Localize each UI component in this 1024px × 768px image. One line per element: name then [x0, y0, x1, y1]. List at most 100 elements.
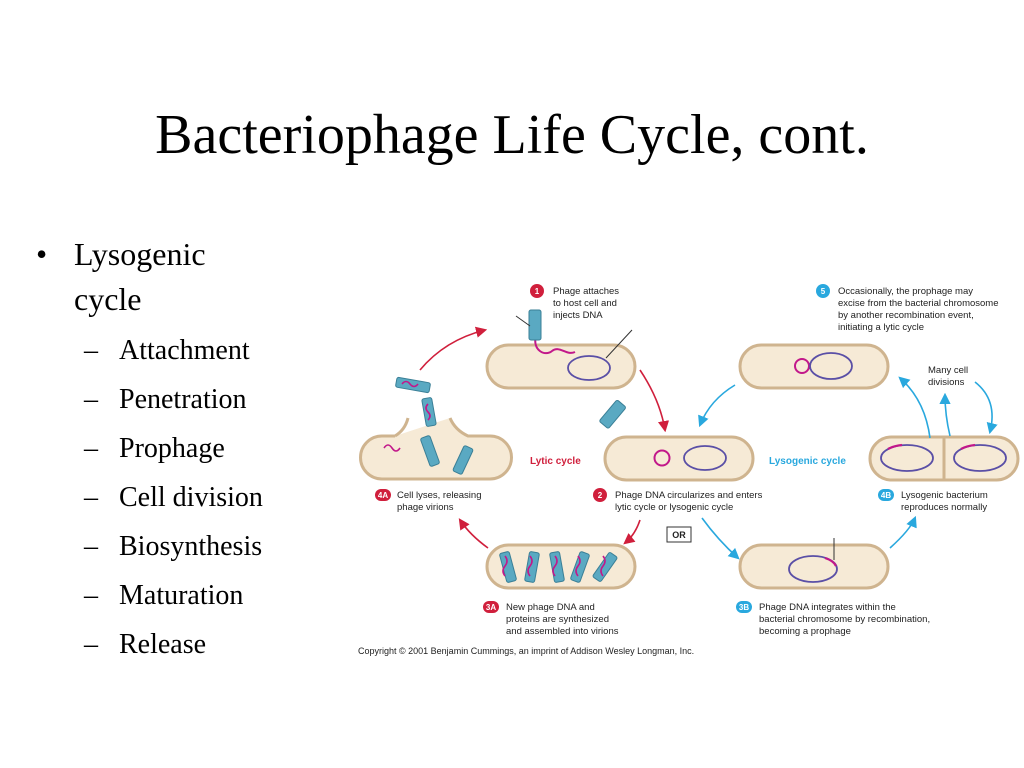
step3b-badge	[736, 601, 752, 613]
arrow-2-to-3b	[701, 517, 740, 560]
sub-bullet-text: Biosynthesis	[119, 531, 263, 562]
sub-bullet-text: Attachment	[119, 335, 250, 366]
step5-badge-label: 5	[821, 287, 826, 296]
step1-text-line: to host cell and	[553, 298, 617, 309]
dash-marker: –	[84, 433, 98, 464]
sub-bullet-text: Cell division	[119, 482, 263, 513]
bullet-text-line2: cycle	[74, 281, 142, 317]
slide-title: Bacteriophage Life Cycle, cont.	[155, 104, 869, 166]
cell-step4b-dividing	[868, 435, 1020, 482]
step2-badge-label: 2	[598, 491, 603, 500]
step1-badge	[530, 284, 544, 298]
cell-step5	[738, 343, 890, 390]
arrow-3a-to-4a	[458, 518, 489, 549]
copyright-text: Copyright © 2001 Benjamin Cummings, an i…	[358, 646, 694, 656]
step3b-text-line: bacterial chromosome by recombination,	[759, 614, 930, 625]
lytic-cycle-label: Lytic cycle	[530, 456, 581, 467]
excised-prophage	[794, 358, 810, 374]
step4b-text-line: reproduces normally	[901, 502, 987, 513]
step4a-annotation: 4A Cell lyses, releasing phage virions	[375, 489, 481, 513]
step3a-text-line: New phage DNA and	[506, 602, 595, 613]
arrow-many-divisions	[974, 381, 998, 435]
sub-bullet-text: Release	[119, 629, 207, 660]
step1-annotation: 1 Phage attaches to host cell and inject…	[530, 284, 619, 321]
arrow-4b-up	[939, 392, 951, 437]
step3a-annotation: 3A New phage DNA and proteins are synthe…	[483, 601, 619, 637]
prophage	[824, 556, 837, 567]
sub-bullet-item: –Cell division	[36, 473, 336, 522]
step4b-text-line: Lysogenic bacterium	[901, 490, 988, 501]
step5-annotation: 5 Occasionally, the prophage may excise …	[816, 284, 999, 333]
dash-marker: –	[84, 335, 98, 366]
step1-text-line: Phage attaches	[553, 286, 619, 297]
bullet-list: • Lysogenic cycle –Attachment –Penetrati…	[36, 232, 336, 669]
step2-annotation: 2 Phage DNA circularizes and enters lyti…	[593, 488, 763, 513]
step4a-text-line: Cell lyses, releasing	[397, 490, 481, 501]
step2-badge	[593, 488, 607, 502]
or-label: OR	[672, 530, 686, 540]
cell-lysing	[359, 376, 513, 481]
step3a-badge-label: 3A	[486, 603, 496, 612]
sub-bullet-item: –Penetration	[36, 375, 336, 424]
step2-text-line: lytic cycle or lysogenic cycle	[615, 502, 733, 513]
step3b-text-line: becoming a prophage	[759, 626, 851, 637]
step3a-text-line: and assembled into virions	[506, 626, 619, 637]
sub-bullet-item: –Maturation	[36, 571, 336, 620]
step4b-badge	[878, 489, 894, 501]
step3b-text-line: Phage DNA integrates within the	[759, 602, 896, 613]
sub-bullet-item: –Prophage	[36, 424, 336, 473]
step5-text-line: Occasionally, the prophage may	[838, 286, 973, 297]
sub-bullet-text: Prophage	[119, 433, 225, 464]
arrow-1-to-2	[639, 369, 670, 433]
bullet-text-line1: Lysogenic	[74, 236, 206, 272]
step1-text-line: injects DNA	[553, 310, 603, 321]
bacterial-chromosome	[788, 555, 838, 583]
step4a-badge	[375, 489, 391, 501]
bullet-marker: •	[36, 236, 48, 272]
arrow-3b-to-4b	[889, 515, 917, 549]
sub-bullet-text: Maturation	[119, 580, 244, 611]
cell-step1	[485, 329, 637, 390]
arrow-4b-to-5	[898, 376, 931, 439]
lysogenic-arrows	[698, 376, 998, 560]
step4a-text-line: phage virions	[397, 502, 454, 513]
injected-phage-dna	[534, 335, 576, 355]
step2-text-line: Phage DNA circularizes and enters	[615, 490, 763, 501]
step5-text-line: excise from the bacterial chromosome	[838, 298, 999, 309]
lysogenic-cycle-label: Lysogenic cycle	[769, 456, 846, 467]
step3b-badge-label: 3B	[739, 603, 749, 612]
step3a-badge	[483, 601, 499, 613]
step5-text-line: initiating a lytic cycle	[838, 322, 924, 333]
bacterial-chromosome	[683, 445, 727, 471]
step1-badge-label: 1	[535, 287, 540, 296]
free-phage	[599, 399, 626, 429]
step3b-annotation: 3B Phage DNA integrates within the bacte…	[736, 601, 930, 637]
sub-bullet-text: Penetration	[119, 384, 247, 415]
many-divisions-text-line: Many cell	[928, 365, 968, 376]
many-divisions-annotation: Many cell divisions	[928, 365, 968, 388]
bacterial-chromosome	[567, 355, 611, 381]
dash-marker: –	[84, 482, 98, 513]
step4b-annotation: 4B Lysogenic bacterium reproduces normal…	[878, 489, 988, 513]
dash-marker: –	[84, 629, 98, 660]
bacterial-chromosome	[809, 352, 853, 380]
bullet-lysogenic-cycle: • Lysogenic cycle	[36, 232, 336, 322]
arrow-2-to-3a	[623, 519, 641, 545]
dash-marker: –	[84, 580, 98, 611]
dash-marker: –	[84, 531, 98, 562]
step4b-badge-label: 4B	[881, 491, 891, 500]
cell-step2	[603, 435, 755, 482]
sub-bullet-item: –Release	[36, 620, 336, 669]
arrow-4a-to-1	[419, 326, 488, 371]
step5-badge	[816, 284, 830, 298]
circular-phage-dna	[653, 449, 671, 467]
many-divisions-text-line: divisions	[928, 377, 965, 388]
step4a-badge-label: 4A	[378, 491, 388, 500]
sub-bullet-item: –Attachment	[36, 326, 336, 375]
arrow-5-to-2	[698, 384, 736, 428]
or-box: OR	[666, 526, 692, 543]
cell-step3b	[738, 538, 890, 590]
step3a-text-line: proteins are synthesized	[506, 614, 609, 625]
cell-step3a	[485, 543, 637, 590]
